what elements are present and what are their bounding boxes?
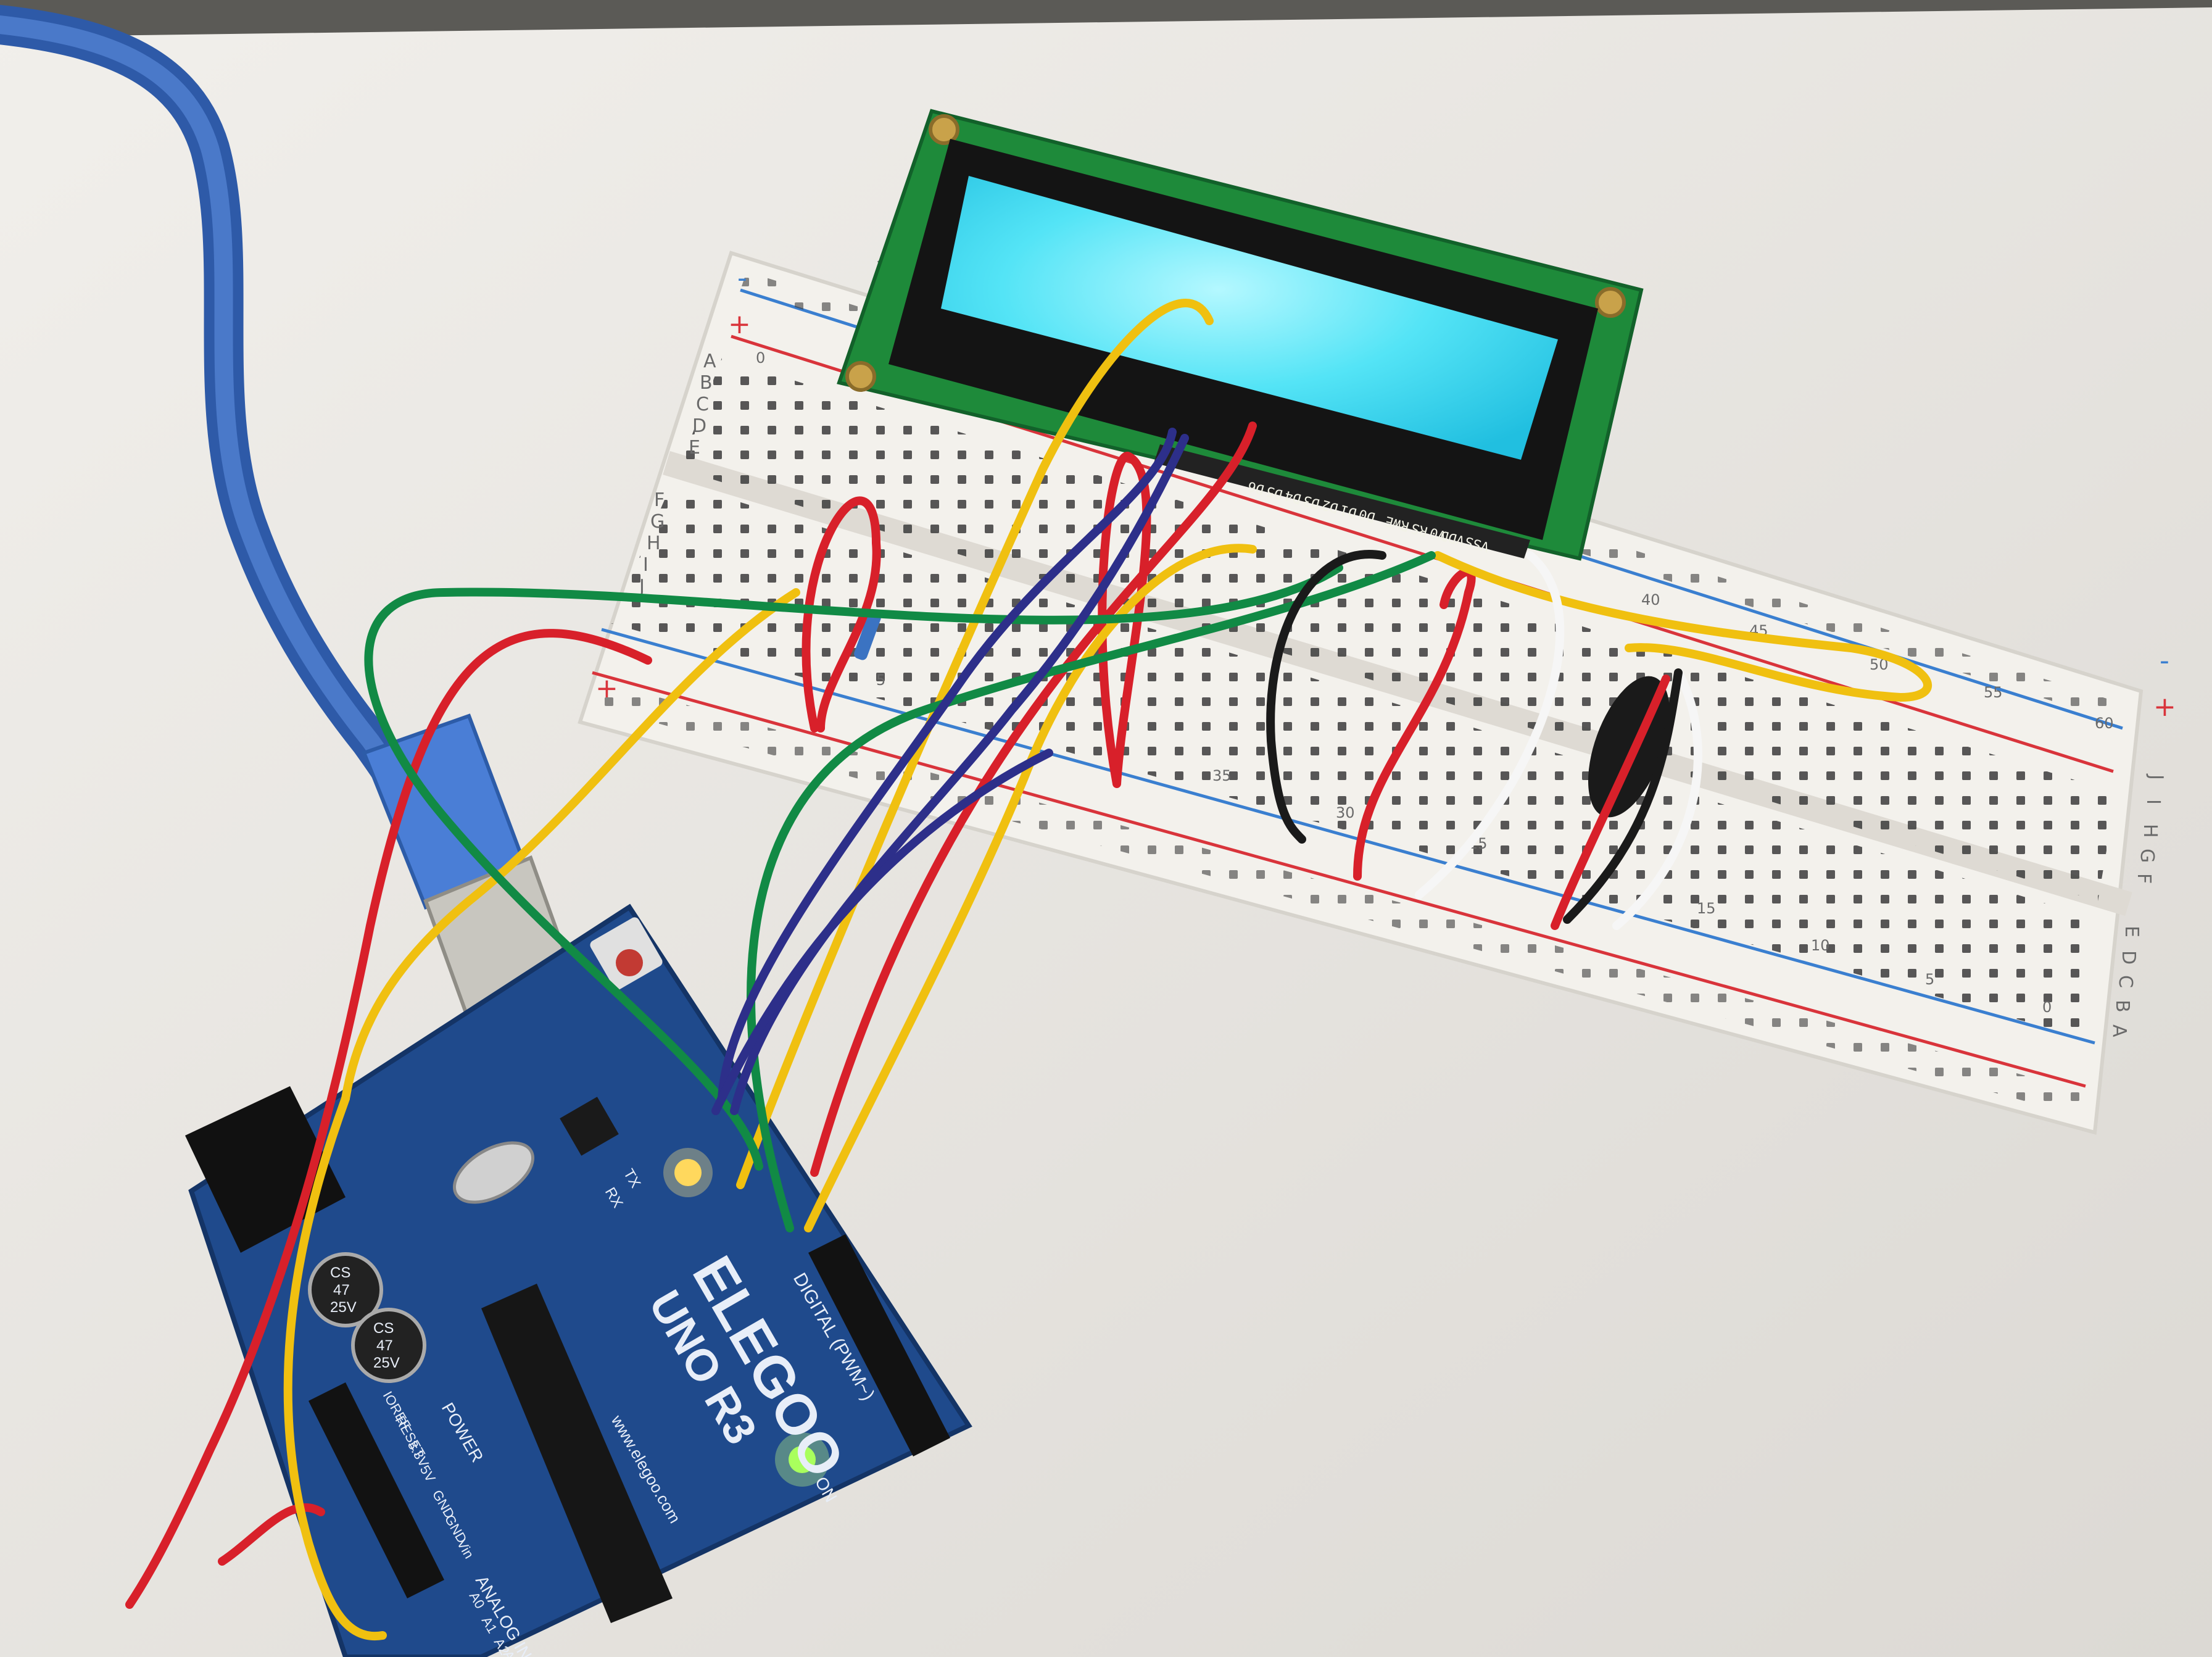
red-wire [1551,675,1670,930]
capacitor [308,1252,383,1327]
bb-number: 55 [1984,684,2003,701]
bb-number: 0 [2042,999,2052,1016]
tx-led [674,1159,702,1186]
capacitor-label: 47 [333,1282,350,1298]
black-wire [1266,550,1386,844]
yellow-wire [341,588,800,1103]
monitor-edge [0,0,2212,37]
bb-number: 30 [1336,804,1355,821]
blue-wire [711,749,1053,1115]
bb-number: 35 [1212,767,1232,784]
bb-row-label: H [2139,824,2161,838]
bb-row-label: G [2136,849,2158,863]
yellow-wire [283,1094,387,1641]
bb-number: 0 [756,349,765,367]
atmega-chip [481,1284,673,1623]
blue-wire [718,428,1177,1103]
capacitor-label: CS [373,1320,394,1337]
bb-row-label: C [696,394,709,415]
lcd-screen-backlight [941,176,1558,460]
resistor [854,612,881,660]
tx-led-glow [663,1148,713,1197]
bb-number: 5 [1925,971,1934,988]
bb-row-label: A [703,351,716,372]
bb-row-label: G [650,511,665,533]
bb-row-label: D [692,415,706,437]
black-wire [1563,668,1683,924]
power-led-glow [775,1432,829,1487]
dc-power-jack [185,1086,346,1253]
red-wire [218,1503,325,1566]
red-wire [1353,567,1476,881]
green-wire [747,551,1436,1232]
bb-row-label: J [638,576,645,597]
capacitor-label: 47 [376,1337,393,1354]
white-wire [1612,668,1702,930]
arduino-board: CS 47 25V CS 47 25V ELEGOO UNO R3 www.el… [185,903,972,1657]
bb-row-label: B [700,372,713,394]
yellow-wire [1433,551,1932,702]
capacitor-label: CS [330,1265,350,1281]
bb-number: 40 [1641,591,1660,608]
bb-row-label: I [643,554,648,576]
lcd-pin-label: E [1383,513,1395,530]
bb-row-label: F [2133,873,2155,884]
capacitor [351,1308,426,1383]
bb-row-label: C [2115,975,2136,988]
lcd-mount-hole [929,114,959,145]
yellow-wire [736,298,1214,1189]
bb-row-label: D [2118,950,2139,965]
bb-number: 10 [1811,937,1830,954]
bb-row-label: E [689,437,700,459]
crystal-oscillator [452,1141,535,1204]
red-wire [810,422,1257,1177]
bb-row-label: A [2108,1024,2130,1037]
white-wire [1415,551,1565,899]
power-led [789,1446,816,1473]
bb-row-label: J [2145,773,2167,780]
lcd-pin-header [1154,444,1530,559]
bb-number: 60 [2095,715,2114,732]
bb-minus-sign: - [2160,645,2169,676]
lcd-mount-hole [1595,287,1626,318]
bb-row-label: I [2142,799,2164,805]
bb-row-label: F [654,489,665,511]
lcd-mount-hole [845,361,876,392]
reset-button-cap[interactable] [616,949,643,976]
power-header [309,1382,444,1598]
bb-plus-sign: + [728,309,751,340]
lcd-module: VSS VDD V0 RS RW E D0 D1 D2 D3 D4 D5 D6 [837,109,1644,561]
usb-interface-chip [560,1097,619,1156]
green-wire [364,563,1343,1171]
capacitor-label: 25V [373,1355,400,1371]
red-wire [125,629,652,1609]
yellow-wire [804,544,1257,1232]
jumper-wires [125,298,1932,1641]
capacitor-label: 25V [330,1299,357,1316]
bb-row-label: H [647,533,661,554]
bb-row-label: E [2121,926,2142,937]
bb-row-label: B [2111,1000,2133,1013]
bb-number: 5 [876,671,885,689]
bb-plus-sign: + [2153,691,2176,723]
red-wire [802,496,881,733]
digital-header [808,1234,950,1456]
bb-minus-sign: - [737,262,747,294]
bb-plus-sign: + [595,673,618,704]
bb-number: 15 [1697,900,1716,917]
